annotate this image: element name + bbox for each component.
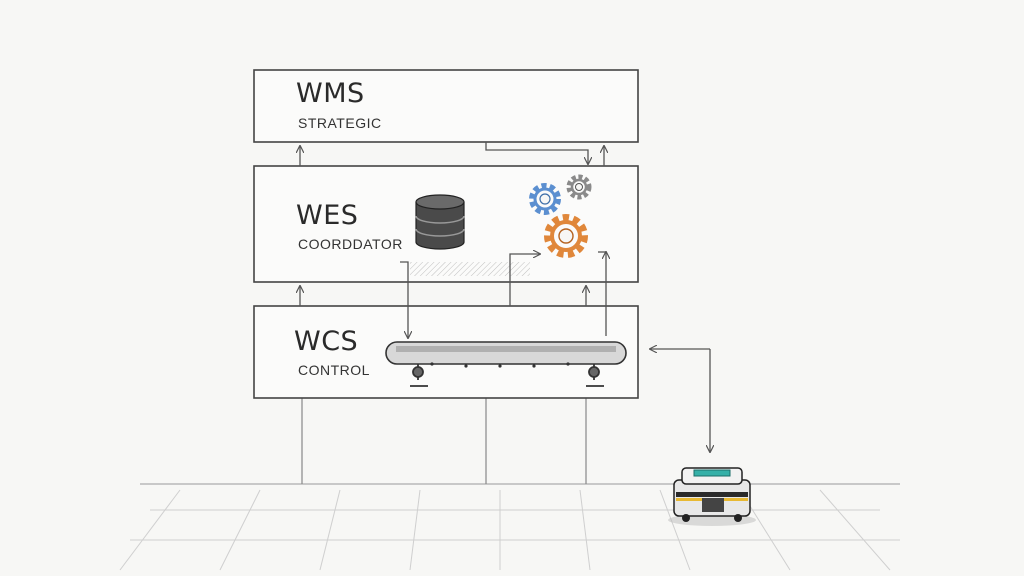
conveyor-belt-icon xyxy=(385,341,627,387)
wes-title: WES xyxy=(296,200,359,231)
wms-subtitle: STRATEGIC xyxy=(298,115,382,131)
wes-subtitle: COORDDATOR xyxy=(298,236,403,252)
gray-gear-icon xyxy=(566,174,592,200)
mobile-robot-icon xyxy=(668,467,756,526)
wms-title: WMS xyxy=(296,78,365,109)
gears-icon xyxy=(529,174,592,258)
wcs-title: WCS xyxy=(294,326,359,357)
connector-arrows xyxy=(300,142,710,452)
wcs-subtitle: CONTROL xyxy=(298,362,370,378)
support-posts xyxy=(301,398,587,484)
wes-shadow-hatch xyxy=(410,262,530,276)
wms-layer-box xyxy=(253,69,639,143)
blue-gear-icon xyxy=(529,183,561,215)
floor xyxy=(119,483,900,571)
orange-gear-icon xyxy=(544,214,588,258)
database-icon xyxy=(415,194,465,250)
